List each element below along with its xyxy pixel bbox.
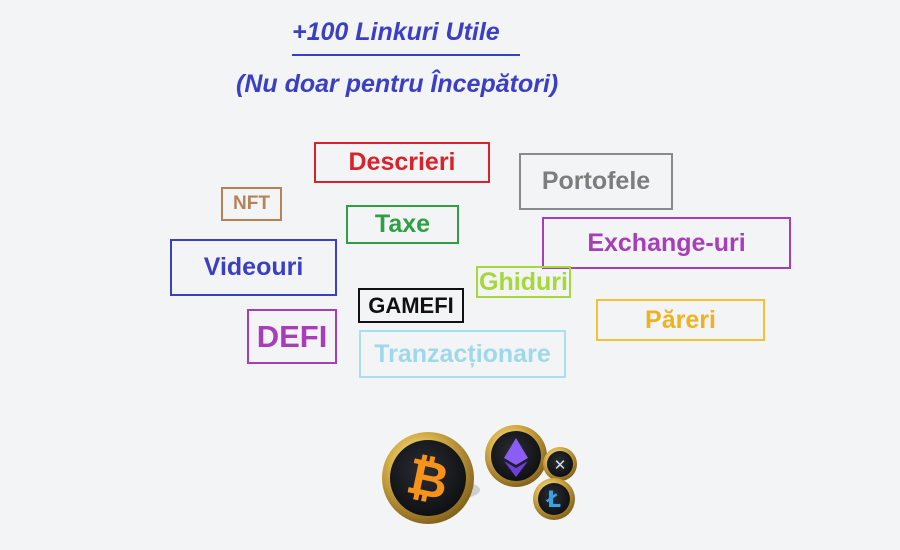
tag-defi[interactable]: DEFI [247, 309, 337, 364]
tag-nft[interactable]: NFT [221, 187, 282, 221]
svg-text:✕: ✕ [554, 456, 567, 474]
svg-text:Ł: Ł [546, 488, 561, 513]
ethereum-coin-icon [485, 425, 547, 487]
bitcoin-coin-icon: ₿ [382, 432, 480, 524]
tag-descrieri[interactable]: Descrieri [314, 142, 490, 183]
title-underline [292, 54, 520, 56]
tag-taxe[interactable]: Taxe [346, 205, 459, 244]
tag-videouri[interactable]: Videouri [170, 239, 337, 296]
tag-gamefi[interactable]: GAMEFI [358, 288, 464, 323]
tag-pareri[interactable]: Păreri [596, 299, 765, 341]
page-subtitle: (Nu doar pentru Începători) [236, 70, 559, 98]
tag-ghiduri[interactable]: Ghiduri [476, 266, 571, 298]
crypto-coins-illustration: ₿ ✕ Ł [382, 425, 577, 524]
xrp-coin-icon: ✕ [543, 447, 577, 481]
tag-tranzactionare[interactable]: Tranzacționare [359, 330, 566, 378]
tag-exchange-uri[interactable]: Exchange-uri [542, 217, 791, 269]
page-title: +100 Linkuri Utile [292, 18, 500, 46]
litecoin-coin-icon: Ł [533, 478, 575, 520]
tag-portofele[interactable]: Portofele [519, 153, 673, 210]
